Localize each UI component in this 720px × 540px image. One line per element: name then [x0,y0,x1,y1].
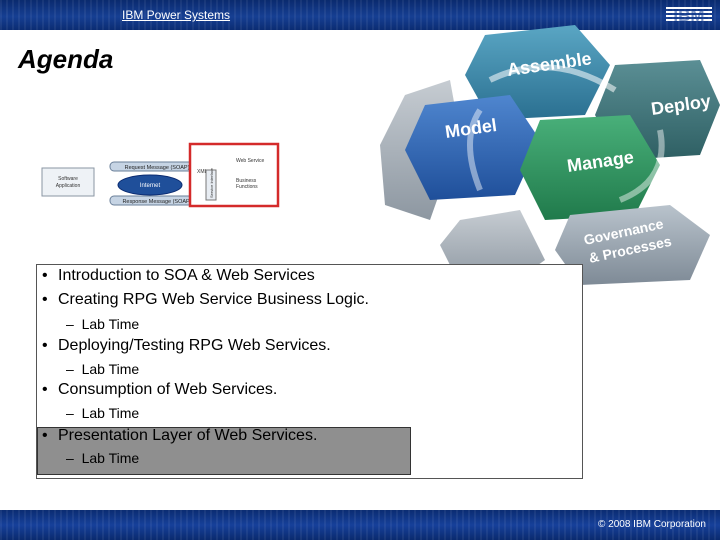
agenda-subitem-text: Lab Time [81,316,140,332]
web-service-frame [188,142,280,208]
bullet: • [42,291,48,308]
header-bar [0,0,720,30]
internet-label: Internet [140,183,161,189]
internet-cloud [117,174,183,196]
header-texture [0,0,720,30]
business-label: Business [236,178,257,184]
web-service-diagram: Software Application Request Message (SO… [41,142,280,208]
footer-bar: © 2008 IBM Corporation [0,510,720,540]
xml-label: XML [197,169,208,175]
agenda-subitem-text: Lab Time [81,405,140,421]
agenda-item-text: Presentation Layer of Web Services. [58,427,318,444]
bullet: • [42,267,48,284]
agenda-item-text: Deploying/Testing RPG Web Services. [58,337,331,354]
agenda-subitem: – Lab Time [66,450,139,466]
header-title: IBM Power Systems [122,8,231,22]
request-label: Request Message (SOAP) [125,165,190,171]
dash: – [66,316,74,332]
copyright-text: © 2008 IBM Corporation [598,519,706,530]
agenda-item-text: Consumption of Web Services. [58,381,278,398]
agenda-subitem: – Lab Time [66,361,139,377]
agenda-item: • Consumption of Web Services. [42,381,277,399]
slide-title: Agenda [18,44,114,74]
agenda-item: • Creating RPG Web Service Business Logic… [42,291,369,309]
functions-label: Functions [236,184,258,190]
agenda-subitem-text: Lab Time [81,361,140,377]
hex-governance [555,205,710,285]
software-app-box [41,167,95,197]
dash: – [66,450,74,466]
cycle-arrow-2 [618,129,665,203]
response-label: Response Message (SOAP) [122,199,191,205]
ibm-logo-text: IBM [673,6,704,25]
bullet: • [42,427,48,444]
dash: – [66,361,74,377]
application-label: Application [56,183,81,189]
bullet: • [42,337,48,354]
bullet: • [42,381,48,398]
agenda-item-text: Creating RPG Web Service Business Logic. [58,291,369,308]
software-label: Software [58,176,78,182]
web-service-label: Web Service [236,158,264,164]
footer-texture [0,510,720,540]
hex-model [405,95,540,200]
dash: – [66,405,74,421]
agenda-item-text: Introduction to SOA & Web Services [58,267,315,284]
agenda-item: • Presentation Layer of Web Services. [42,427,317,445]
ibm-logo: IBM [666,6,712,25]
agenda-subitem: – Lab Time [66,405,139,421]
agenda-subitem-text: Lab Time [81,450,140,466]
service-interface-label: Service Interface [209,167,214,198]
agenda-item: • Deploying/Testing RPG Web Services. [42,337,331,355]
hex-manage [520,115,660,220]
cycle-arrow-3 [467,108,483,192]
agenda-item: • Introduction to SOA & Web Services [42,267,315,285]
service-interface-box [205,169,217,201]
agenda-subitem: – Lab Time [66,316,139,332]
highlight-current-item [37,427,411,475]
cycle-arrow [488,64,617,93]
soa-lifecycle-graphic: Assemble Deploy Model Manage Governance … [380,25,720,285]
